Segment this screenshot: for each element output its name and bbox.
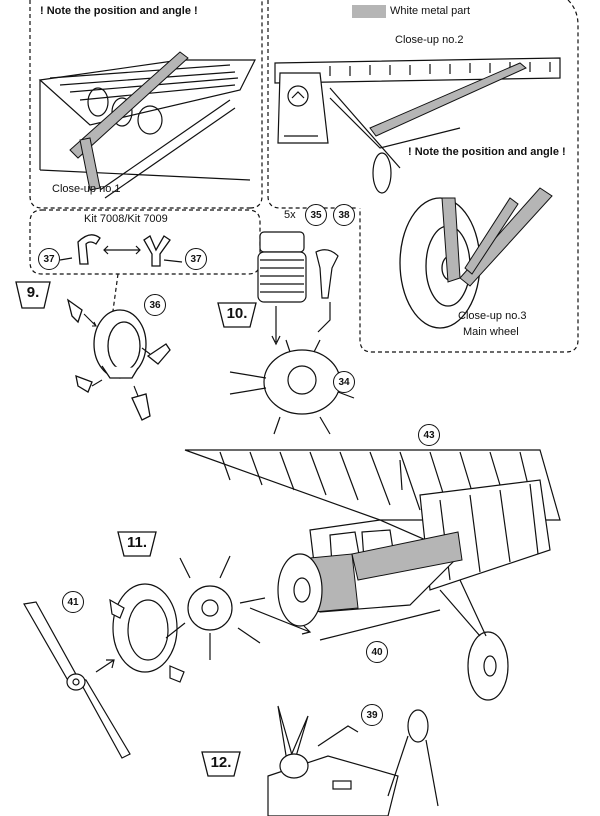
white-metal-swatch <box>352 5 386 18</box>
cowling-ring-drawing <box>66 298 171 421</box>
part-34-callout: 34 <box>333 371 355 393</box>
part-36-callout: 36 <box>144 294 166 316</box>
part-38-callout: 38 <box>333 204 355 226</box>
step-10-badge: 10. <box>217 302 257 328</box>
closeup-3-drawing <box>399 187 553 329</box>
closeup-2-label: Close-up no.2 <box>395 34 464 46</box>
step-11-badge: 11. <box>117 531 157 557</box>
kit-parts-drawing <box>59 234 183 267</box>
part-40-callout: 40 <box>366 641 388 663</box>
closeup-1-drawing <box>38 51 256 199</box>
legend-label: White metal part <box>390 5 471 17</box>
engine-assembly-drawing <box>229 231 355 435</box>
closeup-2-drawing <box>274 57 561 194</box>
step-10-label: 10. <box>226 305 248 322</box>
note-right: ! Note the position and angle ! <box>408 146 566 158</box>
step-9-badge: 9. <box>15 281 51 309</box>
engine-with-cowling-drawing <box>109 555 312 683</box>
part-35-callout: 35 <box>305 204 327 226</box>
part-37-callout-b: 37 <box>185 248 207 270</box>
aircraft-main-drawing <box>184 449 561 701</box>
note-top-left: ! Note the position and angle ! <box>40 5 198 17</box>
closeup-3-label: Close-up no.3 <box>458 310 527 322</box>
step-12-badge: 12. <box>201 751 241 777</box>
step-9-label: 9. <box>26 284 40 301</box>
step-12-label: 12. <box>210 754 232 771</box>
step-12-drawing <box>267 705 439 816</box>
part-43-callout: 43 <box>418 424 440 446</box>
closeup-3-sublabel: Main wheel <box>463 326 519 338</box>
step-11-label: 11. <box>126 534 148 551</box>
part-39-callout: 39 <box>361 704 383 726</box>
closeup-1-label: Close-up no.1 <box>52 183 121 195</box>
quantity-label: 5x <box>284 209 296 221</box>
part-37-callout-a: 37 <box>38 248 60 270</box>
kit-label: Kit 7008/Kit 7009 <box>84 213 168 225</box>
propeller-drawing <box>23 601 131 759</box>
part-41-callout: 41 <box>62 591 84 613</box>
